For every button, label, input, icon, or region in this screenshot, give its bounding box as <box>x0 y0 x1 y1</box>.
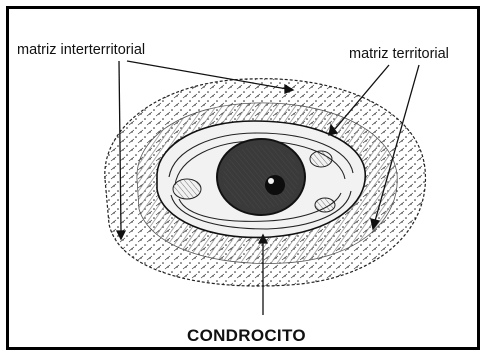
label-territorial-matrix: matriz territorial <box>349 47 449 62</box>
nucleolus <box>265 175 285 195</box>
vesicle-right <box>315 198 335 212</box>
lipid-droplet-left <box>173 179 201 199</box>
label-interterritorial-matrix: matriz interterritorial <box>17 43 145 58</box>
figure-frame: matriz interterritorial matriz territori… <box>6 6 480 350</box>
chondrocyte-cell <box>157 121 365 237</box>
label-chondrocyte: CONDROCITO <box>187 327 306 344</box>
lipid-droplet-right <box>310 151 332 167</box>
